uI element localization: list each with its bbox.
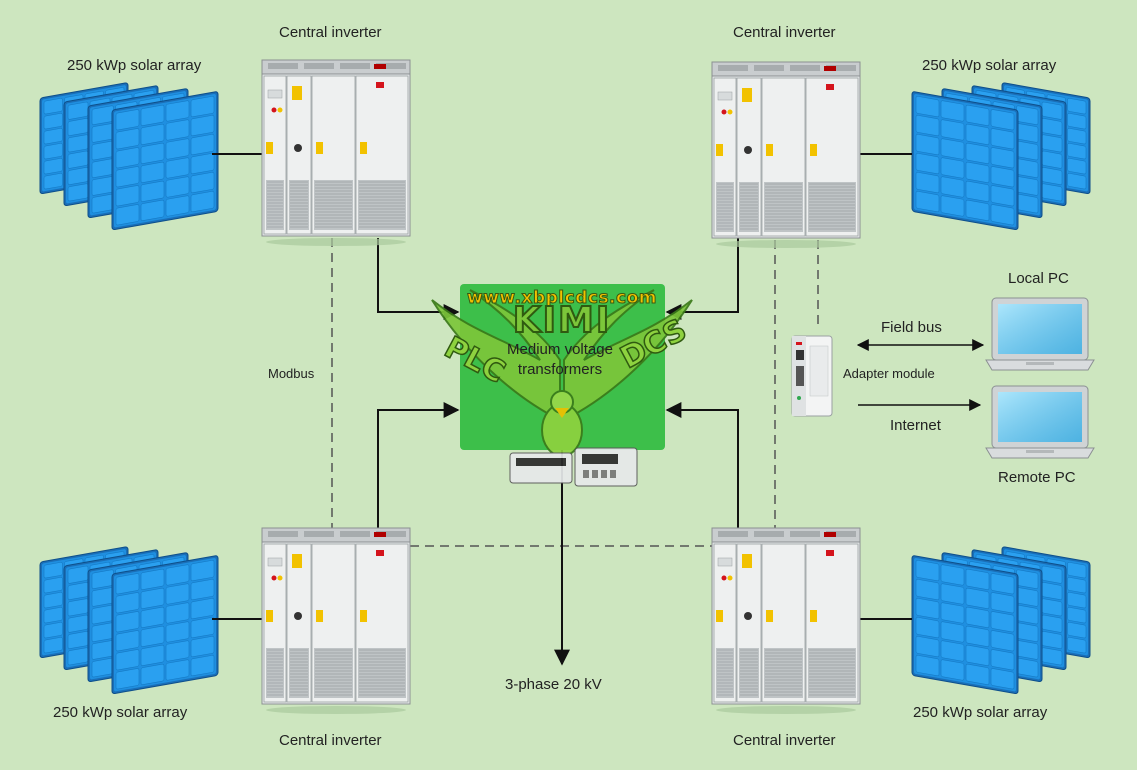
local-pc-label: Local PC	[1008, 270, 1069, 287]
internet-label: Internet	[890, 417, 941, 434]
watermark-url: www.xbplcdcs.com	[467, 288, 658, 309]
transformer-box	[460, 284, 665, 450]
inverter-label-bottom-left: Central inverter	[279, 732, 382, 749]
central-inverter-top-left	[261, 59, 411, 246]
transformer-label-line2: transformers	[517, 361, 603, 378]
power-arrow-top-left	[377, 238, 460, 320]
power-arrow-top-right	[665, 238, 739, 320]
grid-output-label: 3-phase 20 kV	[505, 676, 602, 693]
solar-array-label-top-right: 250 kWp solar array	[922, 57, 1057, 74]
watermark-logo	[431, 289, 693, 487]
power-arrow-bottom-right	[665, 402, 739, 530]
inverter-label-top-right: Central inverter	[733, 24, 836, 41]
solar-array-top-right	[911, 82, 1091, 231]
solar-array-label-top-left: 250 kWp solar array	[67, 57, 202, 74]
transformer-label-line1: Medium voltage	[507, 341, 613, 358]
solar-array-bottom-right	[911, 546, 1091, 695]
watermark-devices	[509, 447, 638, 487]
solar-array-top-left	[39, 82, 219, 231]
central-inverter-bottom-right	[711, 527, 861, 714]
adapter-module	[791, 335, 833, 417]
solar-array-label-bottom-left: 250 kWp solar array	[53, 704, 188, 721]
eagle-wing-left	[431, 289, 561, 422]
eagle-wing-right	[563, 289, 693, 422]
field-bus-label: Field bus	[881, 319, 942, 336]
eagle-beak	[555, 408, 569, 418]
inverter-label-top-left: Central inverter	[279, 24, 382, 41]
power-arrow-bottom-left	[377, 402, 460, 530]
transformer-label: Medium voltage transformers	[480, 340, 640, 380]
solar-array-label-bottom-right: 250 kWp solar array	[913, 704, 1048, 721]
inverter-label-bottom-right: Central inverter	[733, 732, 836, 749]
adapter-module-label: Adapter module	[843, 366, 935, 381]
central-inverter-bottom-left	[261, 527, 411, 714]
central-inverter-top-right	[711, 61, 861, 248]
remote-pc-laptop	[985, 385, 1095, 459]
local-pc-laptop	[985, 297, 1095, 371]
modbus-label: Modbus	[268, 366, 315, 381]
solar-array-bottom-left	[39, 546, 219, 695]
watermark-brand: KIMI	[512, 299, 612, 342]
remote-pc-label: Remote PC	[998, 469, 1076, 486]
